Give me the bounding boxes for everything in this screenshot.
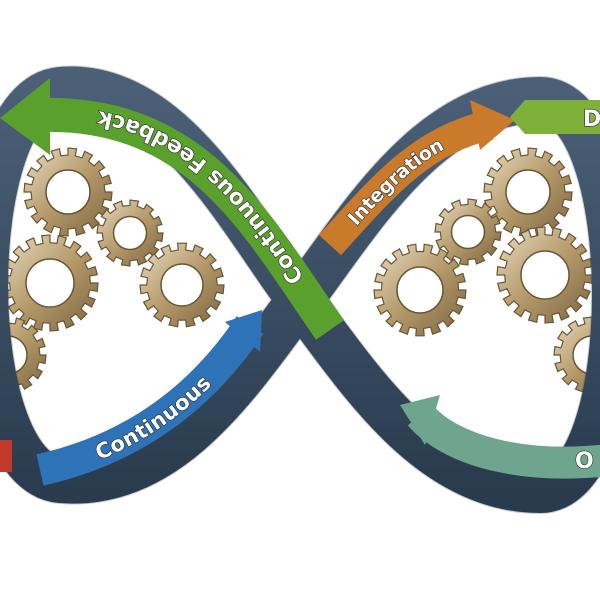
- left-edge-arrow: [0, 440, 12, 472]
- gear-icon: [23, 147, 113, 237]
- deployment-label: D: [583, 107, 600, 132]
- gear-cluster-left: [0, 147, 225, 394]
- gear-icon: [373, 243, 467, 337]
- operations-arrow: O: [400, 395, 600, 479]
- continuous-feedback-arrowhead: [0, 78, 50, 155]
- gear-icon: [434, 198, 502, 266]
- continuous-arrowhead: [225, 310, 262, 352]
- gear-icon: [1, 234, 99, 332]
- gear-icon: [483, 147, 573, 237]
- integration-arrowhead: [470, 100, 515, 150]
- gear-icon: [96, 199, 164, 267]
- operations-arrowhead: [400, 395, 440, 445]
- operations-label: O: [575, 449, 594, 474]
- gear-icon: [496, 226, 594, 324]
- gear-cluster-right: [373, 147, 600, 394]
- gear-icon: [139, 242, 225, 328]
- deployment-arrow: D: [510, 100, 600, 134]
